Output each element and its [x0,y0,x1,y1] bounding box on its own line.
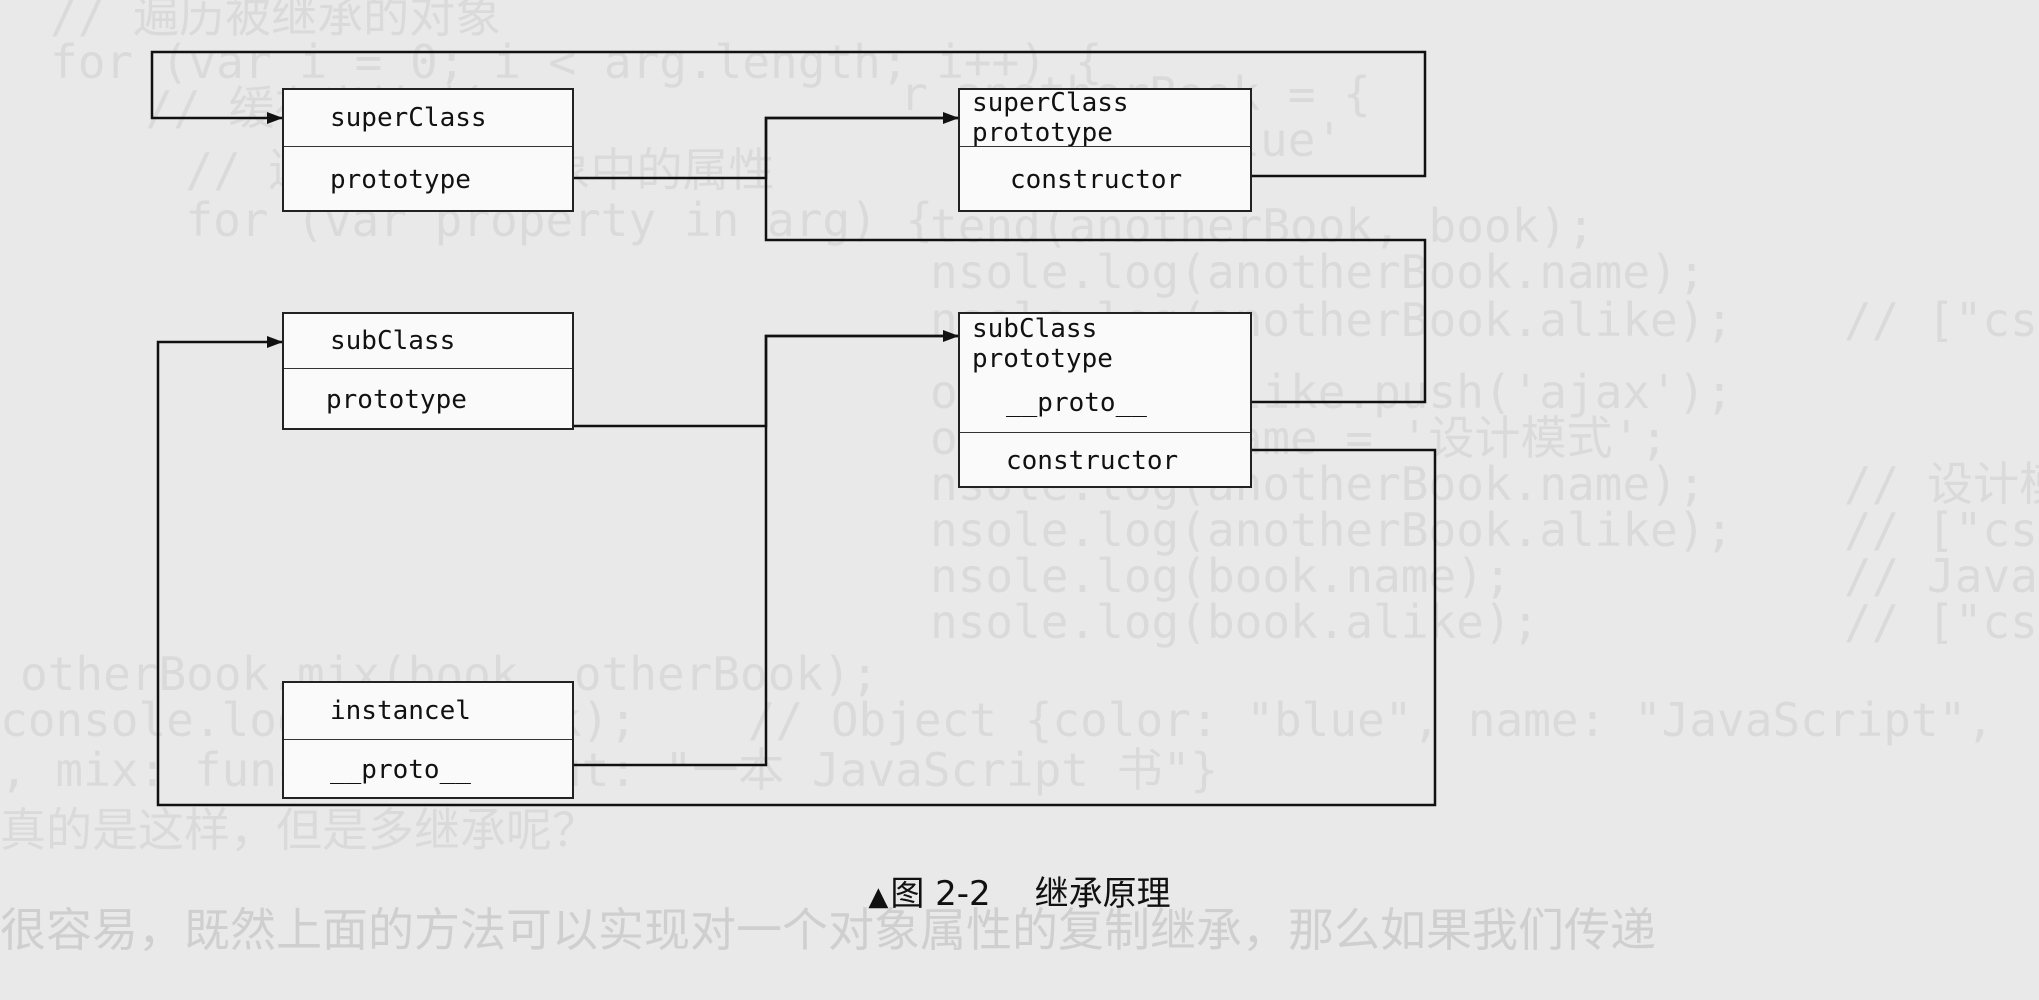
caption-marker-icon: ▲ [868,882,889,912]
node-subclass-prototype: prototype [284,368,572,430]
edge-instance-proto [572,334,958,767]
figure-caption: ▲图 2-2 继承原理 [0,866,2039,915]
node-subclass-constructor: constructor [960,432,1250,488]
node-superclass-prototype: prototype [284,146,572,212]
node-superclass-title: superClass [330,103,487,133]
caption-title: 继承原理 [1034,874,1171,914]
node-subclass-prototype-title: subClass prototype [972,314,1113,374]
node-instance1: instancel __proto__ [282,681,574,799]
node-superclass-prototype-title: superClass prototype [972,88,1129,148]
caption-figure-number: 图 2-2 [890,874,991,914]
node-superclass-constructor: constructor [960,146,1250,212]
edge-subclass-proto [764,116,1427,404]
edge-superclass-constructor [150,50,1427,178]
node-subclass-title: subClass [330,326,456,356]
node-superclass-prototype-object: superClass prototype constructor [958,88,1252,212]
edge-subclass-constructor [156,336,1437,807]
node-superclass: superClass prototype [282,88,574,212]
node-instance1-title: instancel [330,696,471,726]
node-instance1-proto: __proto__ [284,739,572,799]
node-subclass-prototype-object: subClass prototype __proto__ constructor [958,312,1252,488]
node-subclass-proto: __proto__ [1006,388,1147,418]
node-subclass: subClass prototype [282,312,574,430]
